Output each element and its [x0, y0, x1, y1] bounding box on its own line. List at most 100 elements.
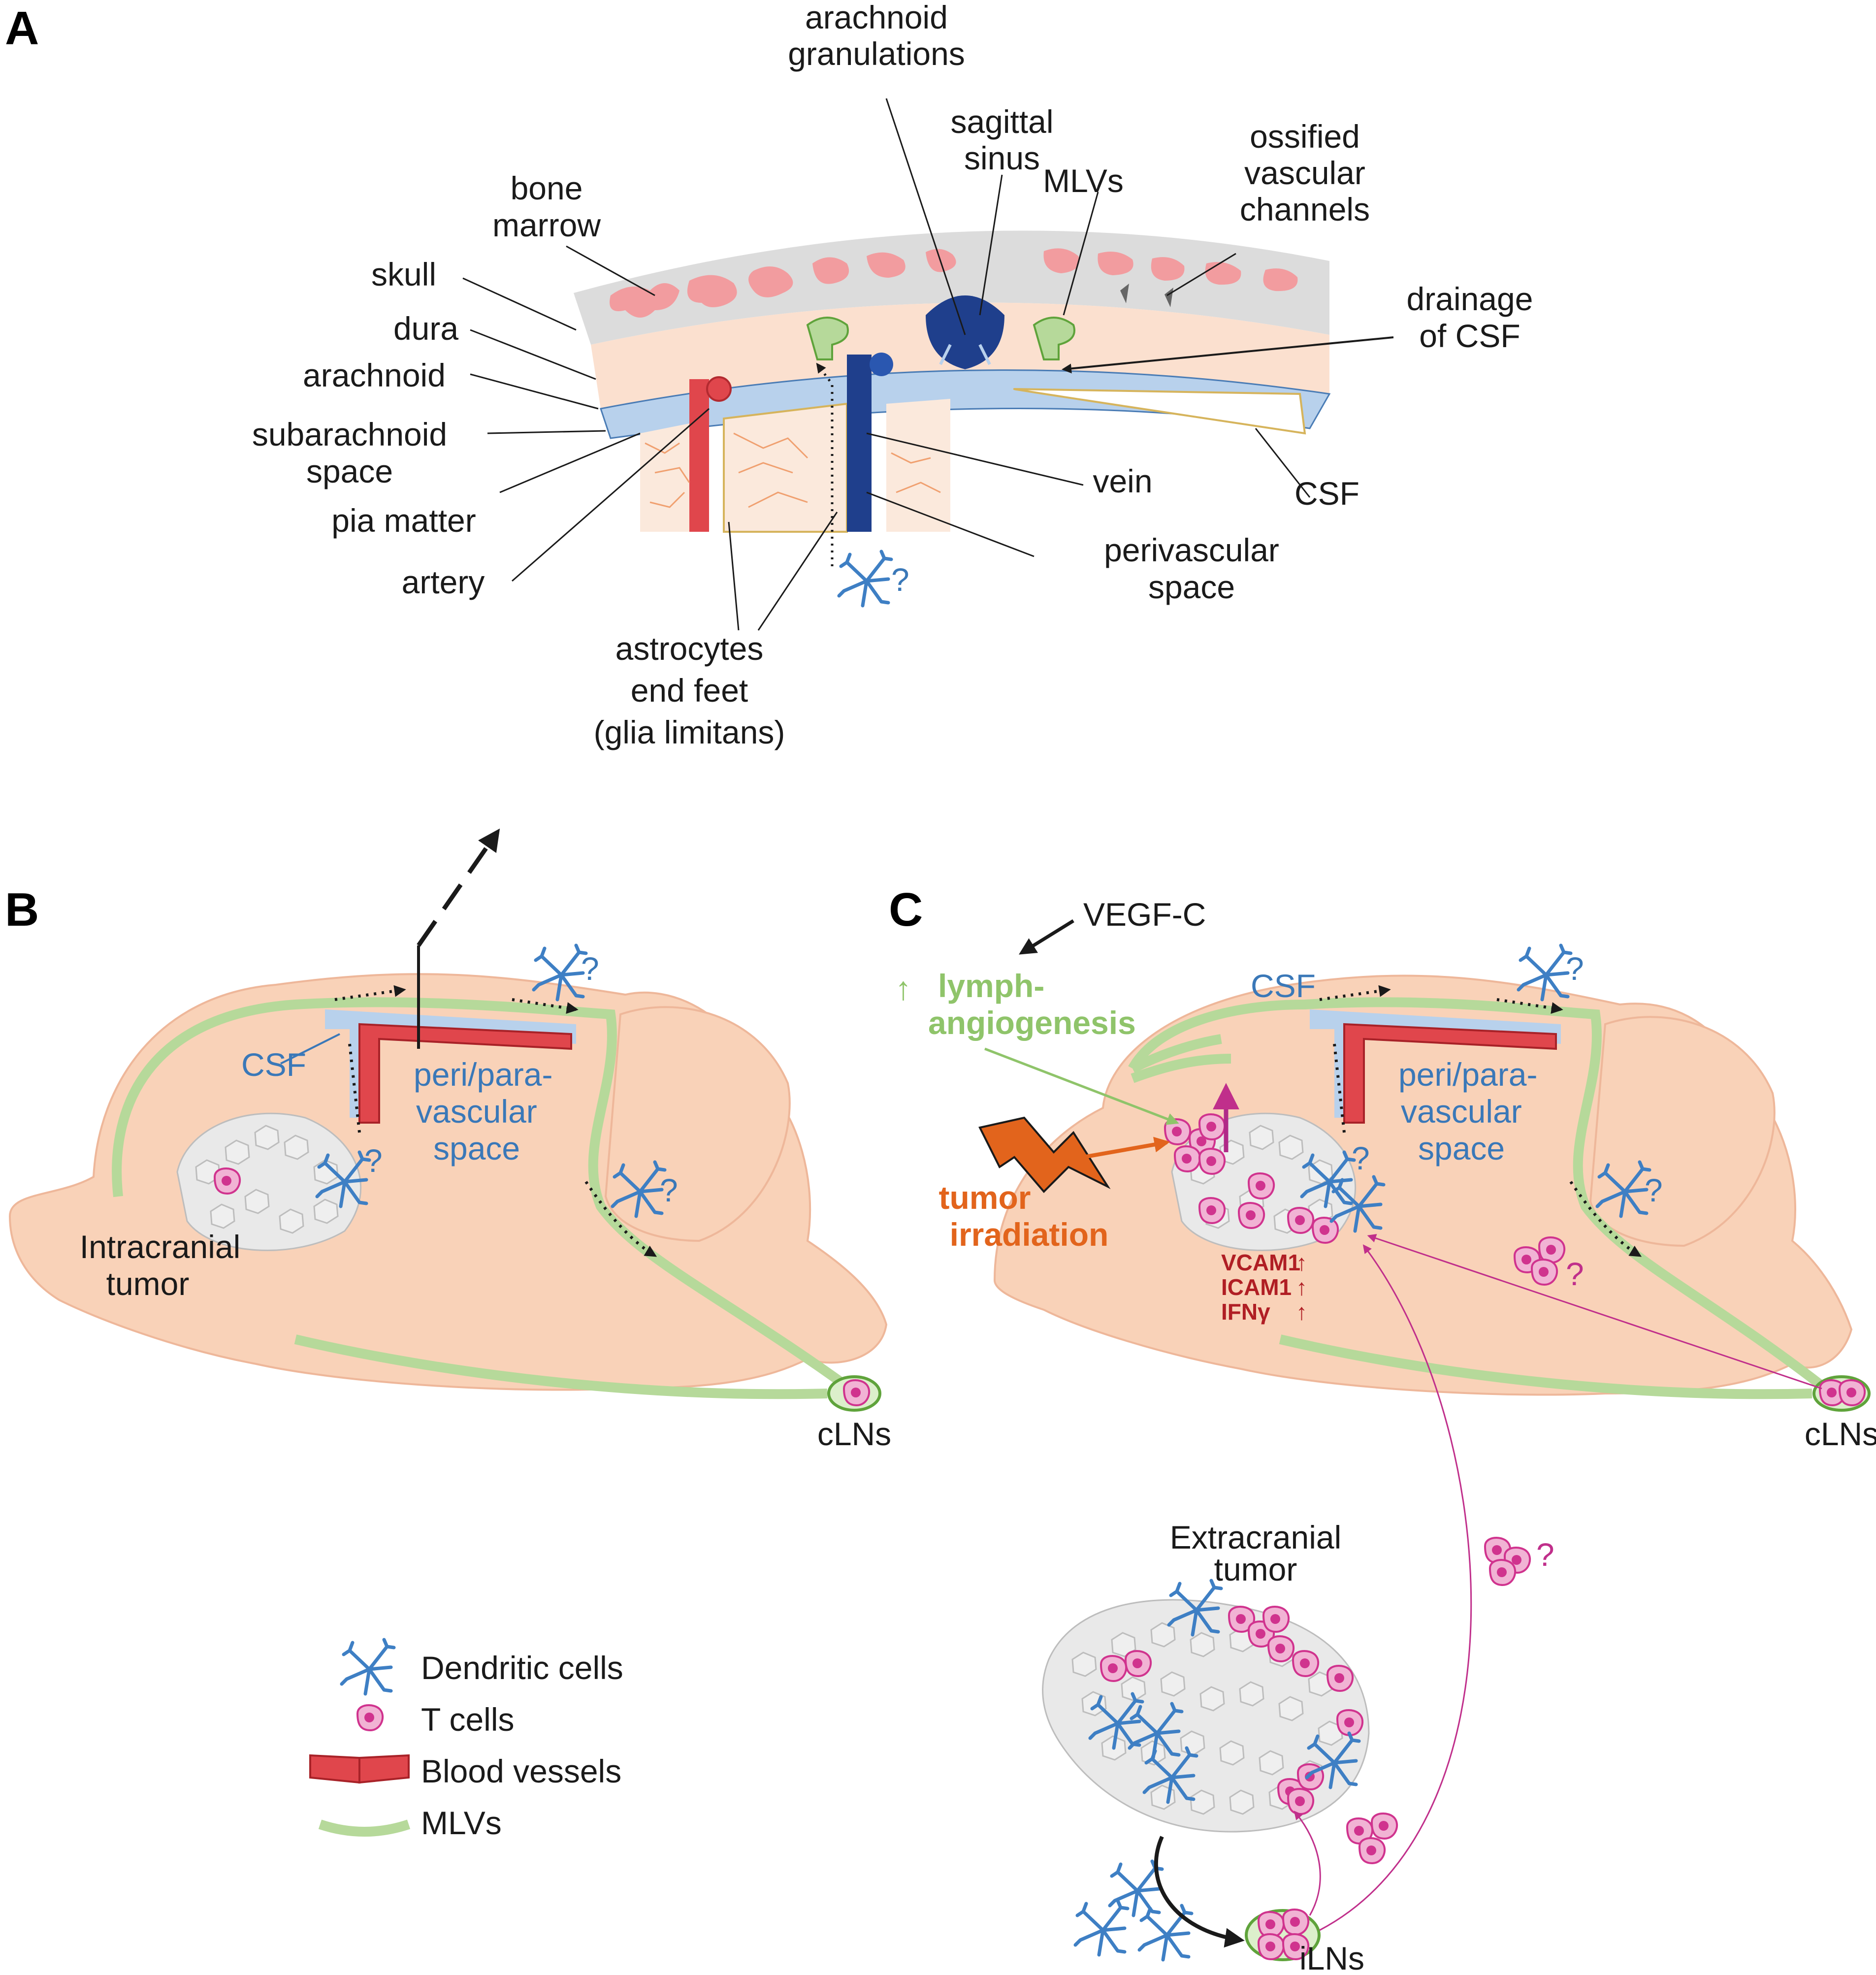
- dc-question-b1: ?: [581, 950, 599, 987]
- svg-text:vascular: vascular: [416, 1093, 537, 1130]
- label-intracranial-tumor: Intracranial tumor: [80, 1229, 241, 1302]
- svg-text:space: space: [1148, 569, 1235, 605]
- dc-question-c3: ?: [1645, 1172, 1663, 1208]
- legend: Dendritic cells T cells Blood vessels ML…: [309, 1640, 623, 1841]
- t-cell-ext-7: [1336, 1709, 1364, 1736]
- label-ilns: iLNs: [1299, 1940, 1364, 1975]
- svg-text:space: space: [306, 453, 393, 489]
- label-pia-matter: pia matter: [331, 502, 476, 539]
- cerebellum-b: [604, 1006, 791, 1242]
- irradiated-tumor-c: [1164, 1112, 1357, 1251]
- t-cell-iln-2: [1282, 1908, 1310, 1936]
- svg-text:vascular: vascular: [1244, 155, 1365, 191]
- label-artery: artery: [402, 564, 485, 600]
- svg-text:astrocytes: astrocytes: [615, 630, 764, 667]
- svg-text:ICAM1: ICAM1: [1221, 1274, 1292, 1300]
- skull-band: [574, 230, 1329, 345]
- dc-question-b2: ?: [364, 1142, 383, 1179]
- artery-top: [706, 376, 732, 402]
- legend-mlv-label: MLVs: [421, 1805, 502, 1841]
- svg-text:tumor: tumor: [939, 1179, 1031, 1216]
- mlv-left: [806, 317, 849, 360]
- label-vein: vein: [1093, 463, 1152, 499]
- t-cell-c3: [1174, 1145, 1201, 1172]
- t-cell-c7: [1198, 1197, 1226, 1224]
- label-csf-c: CSF: [1251, 968, 1316, 1004]
- label-drainage-of-csf: drainage of CSF: [1407, 281, 1533, 354]
- t-cell-ext-3: [1262, 1605, 1290, 1633]
- legend-tcell-icon: [356, 1704, 384, 1731]
- svg-text:tumor: tumor: [106, 1265, 190, 1302]
- dc-question-a: ?: [891, 561, 909, 598]
- lymph-arrow: [984, 1047, 1179, 1125]
- svg-text:↑: ↑: [1296, 1250, 1307, 1275]
- legend-dc-icon: [342, 1640, 394, 1694]
- svg-text:bone: bone: [511, 170, 583, 206]
- astrocyte-mesh: [645, 432, 941, 508]
- svg-text:drainage: drainage: [1407, 281, 1533, 317]
- svg-text:marrow: marrow: [492, 207, 601, 243]
- svg-text:channels: channels: [1240, 191, 1370, 227]
- cortex-tissue-3: [886, 399, 950, 532]
- svg-text:ossified: ossified: [1250, 118, 1360, 155]
- svg-text:Extracranial: Extracranial: [1170, 1519, 1341, 1555]
- svg-text:of CSF: of CSF: [1419, 318, 1520, 354]
- cln-to-tumor-arrow: [1367, 1234, 1822, 1390]
- label-bone-marrow: bone marrow: [492, 170, 601, 243]
- t-cell-cln-c2: [1839, 1379, 1866, 1406]
- svg-text:sagittal: sagittal: [950, 103, 1053, 140]
- vein-top: [870, 353, 893, 376]
- dashed-exit-arrow: [417, 828, 500, 947]
- label-astrocytes: astrocytes end feet (glia limitans): [594, 630, 785, 750]
- sagittal-sinus: [926, 295, 1004, 369]
- label-ossified-channels: ossified vascular channels: [1240, 118, 1370, 227]
- label-clns-c: cLNs: [1805, 1416, 1876, 1452]
- intracranial-tumor-b: [176, 1112, 362, 1251]
- legend-dc-label: Dendritic cells: [421, 1650, 623, 1686]
- t-cell-c4: [1198, 1147, 1226, 1175]
- svg-text:perivascular: perivascular: [1104, 532, 1279, 568]
- svg-text:peri/para-: peri/para-: [1398, 1056, 1537, 1093]
- mlv-right: [1033, 317, 1075, 360]
- t-cell-iln-3: [1258, 1933, 1285, 1960]
- bone-marrow-blobs: [610, 248, 1298, 318]
- label-extracranial-tumor: Extracranial tumor: [1170, 1519, 1341, 1587]
- svg-text:space: space: [1418, 1130, 1505, 1166]
- label-perivascular-b: peri/para- vascular space: [414, 1056, 552, 1166]
- t-cell-c9: [1287, 1206, 1315, 1234]
- t-cell-ext-4: [1267, 1635, 1295, 1662]
- csf-flow-c2: [1496, 998, 1563, 1014]
- cortex-tissue-2: [723, 402, 848, 533]
- label-clns-b: cLNs: [817, 1416, 891, 1452]
- panel-c-label: C: [889, 883, 923, 936]
- svg-text:tumor: tumor: [1214, 1551, 1297, 1587]
- tc-question-c1: ?: [1566, 1256, 1584, 1292]
- ossified-channel-1: [1120, 284, 1129, 303]
- svg-text:↑: ↑: [1296, 1299, 1307, 1325]
- t-cell-ext-9: [1125, 1650, 1152, 1677]
- svg-text:↑: ↑: [1296, 1274, 1307, 1300]
- vein-vessel: [847, 355, 872, 532]
- cortex-tissue: [640, 423, 689, 532]
- iln-to-ext-arrow: [1294, 1811, 1321, 1916]
- label-csf: CSF: [1294, 475, 1359, 512]
- dc-question-b3: ?: [660, 1172, 678, 1208]
- svg-text:arachnoid: arachnoid: [805, 0, 948, 35]
- label-vegf: VEGF-C: [1083, 896, 1206, 933]
- t-cell-c10: [1312, 1216, 1339, 1244]
- t-cell-cln-b: [843, 1379, 871, 1406]
- dc-question-c1: ?: [1566, 950, 1584, 987]
- t-cell-ext-6: [1326, 1664, 1354, 1692]
- t-cell-c6: [1248, 1172, 1275, 1199]
- cortex-tissue-4: [1013, 388, 1306, 435]
- svg-text:vascular: vascular: [1401, 1093, 1522, 1130]
- label-skull: skull: [371, 256, 436, 292]
- dendritic-cell-a: [839, 551, 891, 606]
- drainage-arrow: [1062, 336, 1394, 374]
- panel-c-diagram: ? ? ? ? VEGF-C ↑ lymph- angiogenesis CSF…: [895, 896, 1876, 1975]
- label-arachnoid: arachnoid: [303, 357, 446, 393]
- t-cells-circulating-ext: [1346, 1536, 1531, 1864]
- panel-a-leader-lines: [462, 98, 1311, 631]
- csf-flow-b2: [512, 998, 579, 1014]
- svg-text:space: space: [433, 1130, 520, 1166]
